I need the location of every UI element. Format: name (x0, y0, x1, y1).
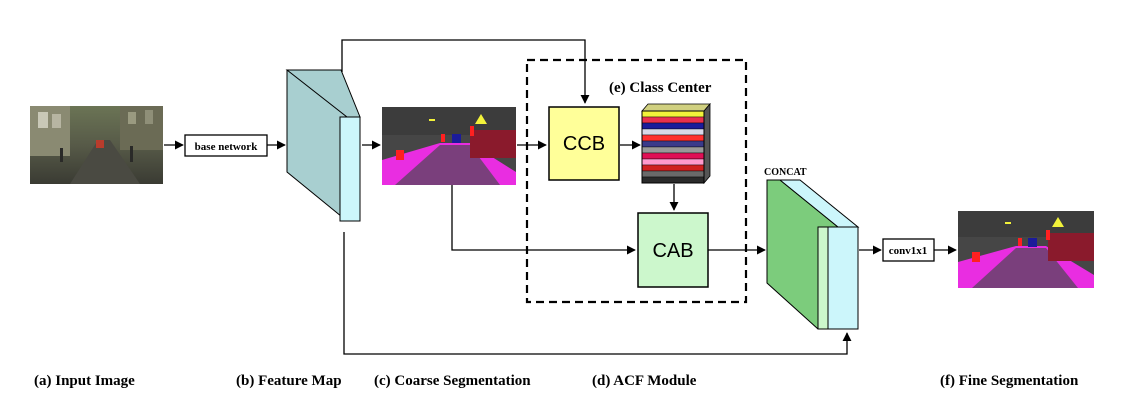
cab-label: CAB (652, 240, 693, 262)
class-center-stripe (641, 110, 705, 118)
input-image (30, 106, 163, 184)
conv1x1-label: conv1x1 (889, 245, 928, 257)
feature-map-block (285, 69, 361, 222)
ccb-label: CCB (563, 133, 605, 155)
caption-acf-module: (d) ACF Module (592, 373, 697, 389)
acf-module-frame (525, 58, 748, 304)
class-center-stripe (641, 116, 705, 124)
class-center-stripe (641, 146, 705, 154)
class-center-stripe (641, 176, 705, 184)
cab-block (637, 212, 709, 288)
ccb-block (548, 106, 620, 181)
caption-input-image: (a) Input Image (34, 373, 135, 389)
coarse-segmentation-image (382, 107, 516, 185)
class-center-stripe (641, 134, 705, 142)
class-center-label: (e) Class Center (609, 80, 712, 96)
class-center-stripe (641, 128, 705, 136)
caption-feature-map: (b) Feature Map (236, 373, 342, 389)
class-center-stripe (641, 122, 705, 130)
concat-label: CONCAT (764, 167, 807, 178)
class-center-stripe (641, 158, 705, 166)
class-center-block (641, 102, 711, 185)
caption-fine-segmentation: (f) Fine Segmentation (940, 373, 1079, 389)
class-center-stripe (641, 140, 705, 148)
fine-segmentation-image (958, 211, 1094, 288)
class-center-stripe (641, 170, 705, 178)
base-network-label: base network (195, 141, 259, 153)
class-center-stripe (641, 164, 705, 172)
concat-block (766, 179, 860, 330)
caption-coarse-segmentation: (c) Coarse Segmentation (374, 373, 531, 389)
arrow-coarse-to-cab (451, 185, 636, 255)
skip-arrow-to-concat (343, 232, 852, 355)
class-center-stripe (641, 152, 705, 160)
skip-arrow-to-ccb (341, 39, 590, 104)
